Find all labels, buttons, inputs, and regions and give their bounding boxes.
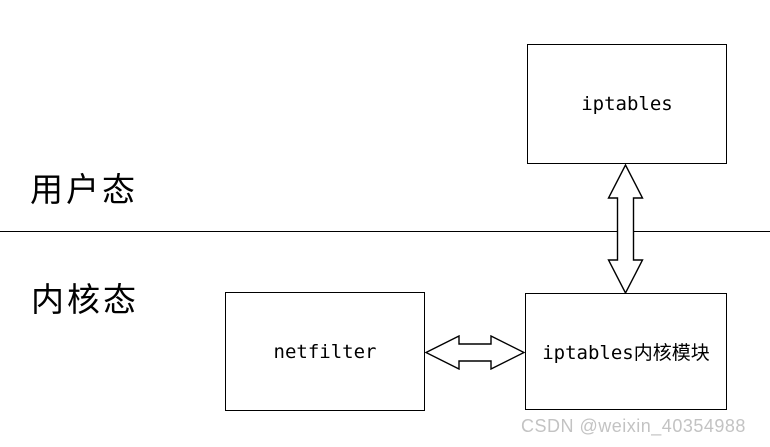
user-kernel-divider-line (0, 231, 770, 232)
user-space-label: 用户态 (30, 170, 138, 209)
iptables-box-label: iptables (581, 93, 673, 115)
vertical-double-arrow-icon (607, 164, 644, 294)
horizontal-double-arrow-icon (425, 335, 525, 370)
netfilter-box-label: netfilter (273, 340, 377, 363)
csdn-watermark: CSDN @weixin_40354988 (521, 416, 746, 436)
netfilter-box: netfilter (225, 292, 425, 411)
iptables-kernel-module-box-label: iptables内核模块 (542, 342, 710, 364)
iptables-kernel-module-box: iptables内核模块 (525, 293, 727, 410)
iptables-box: iptables (527, 44, 727, 164)
kernel-space-label: 内核态 (31, 280, 139, 319)
